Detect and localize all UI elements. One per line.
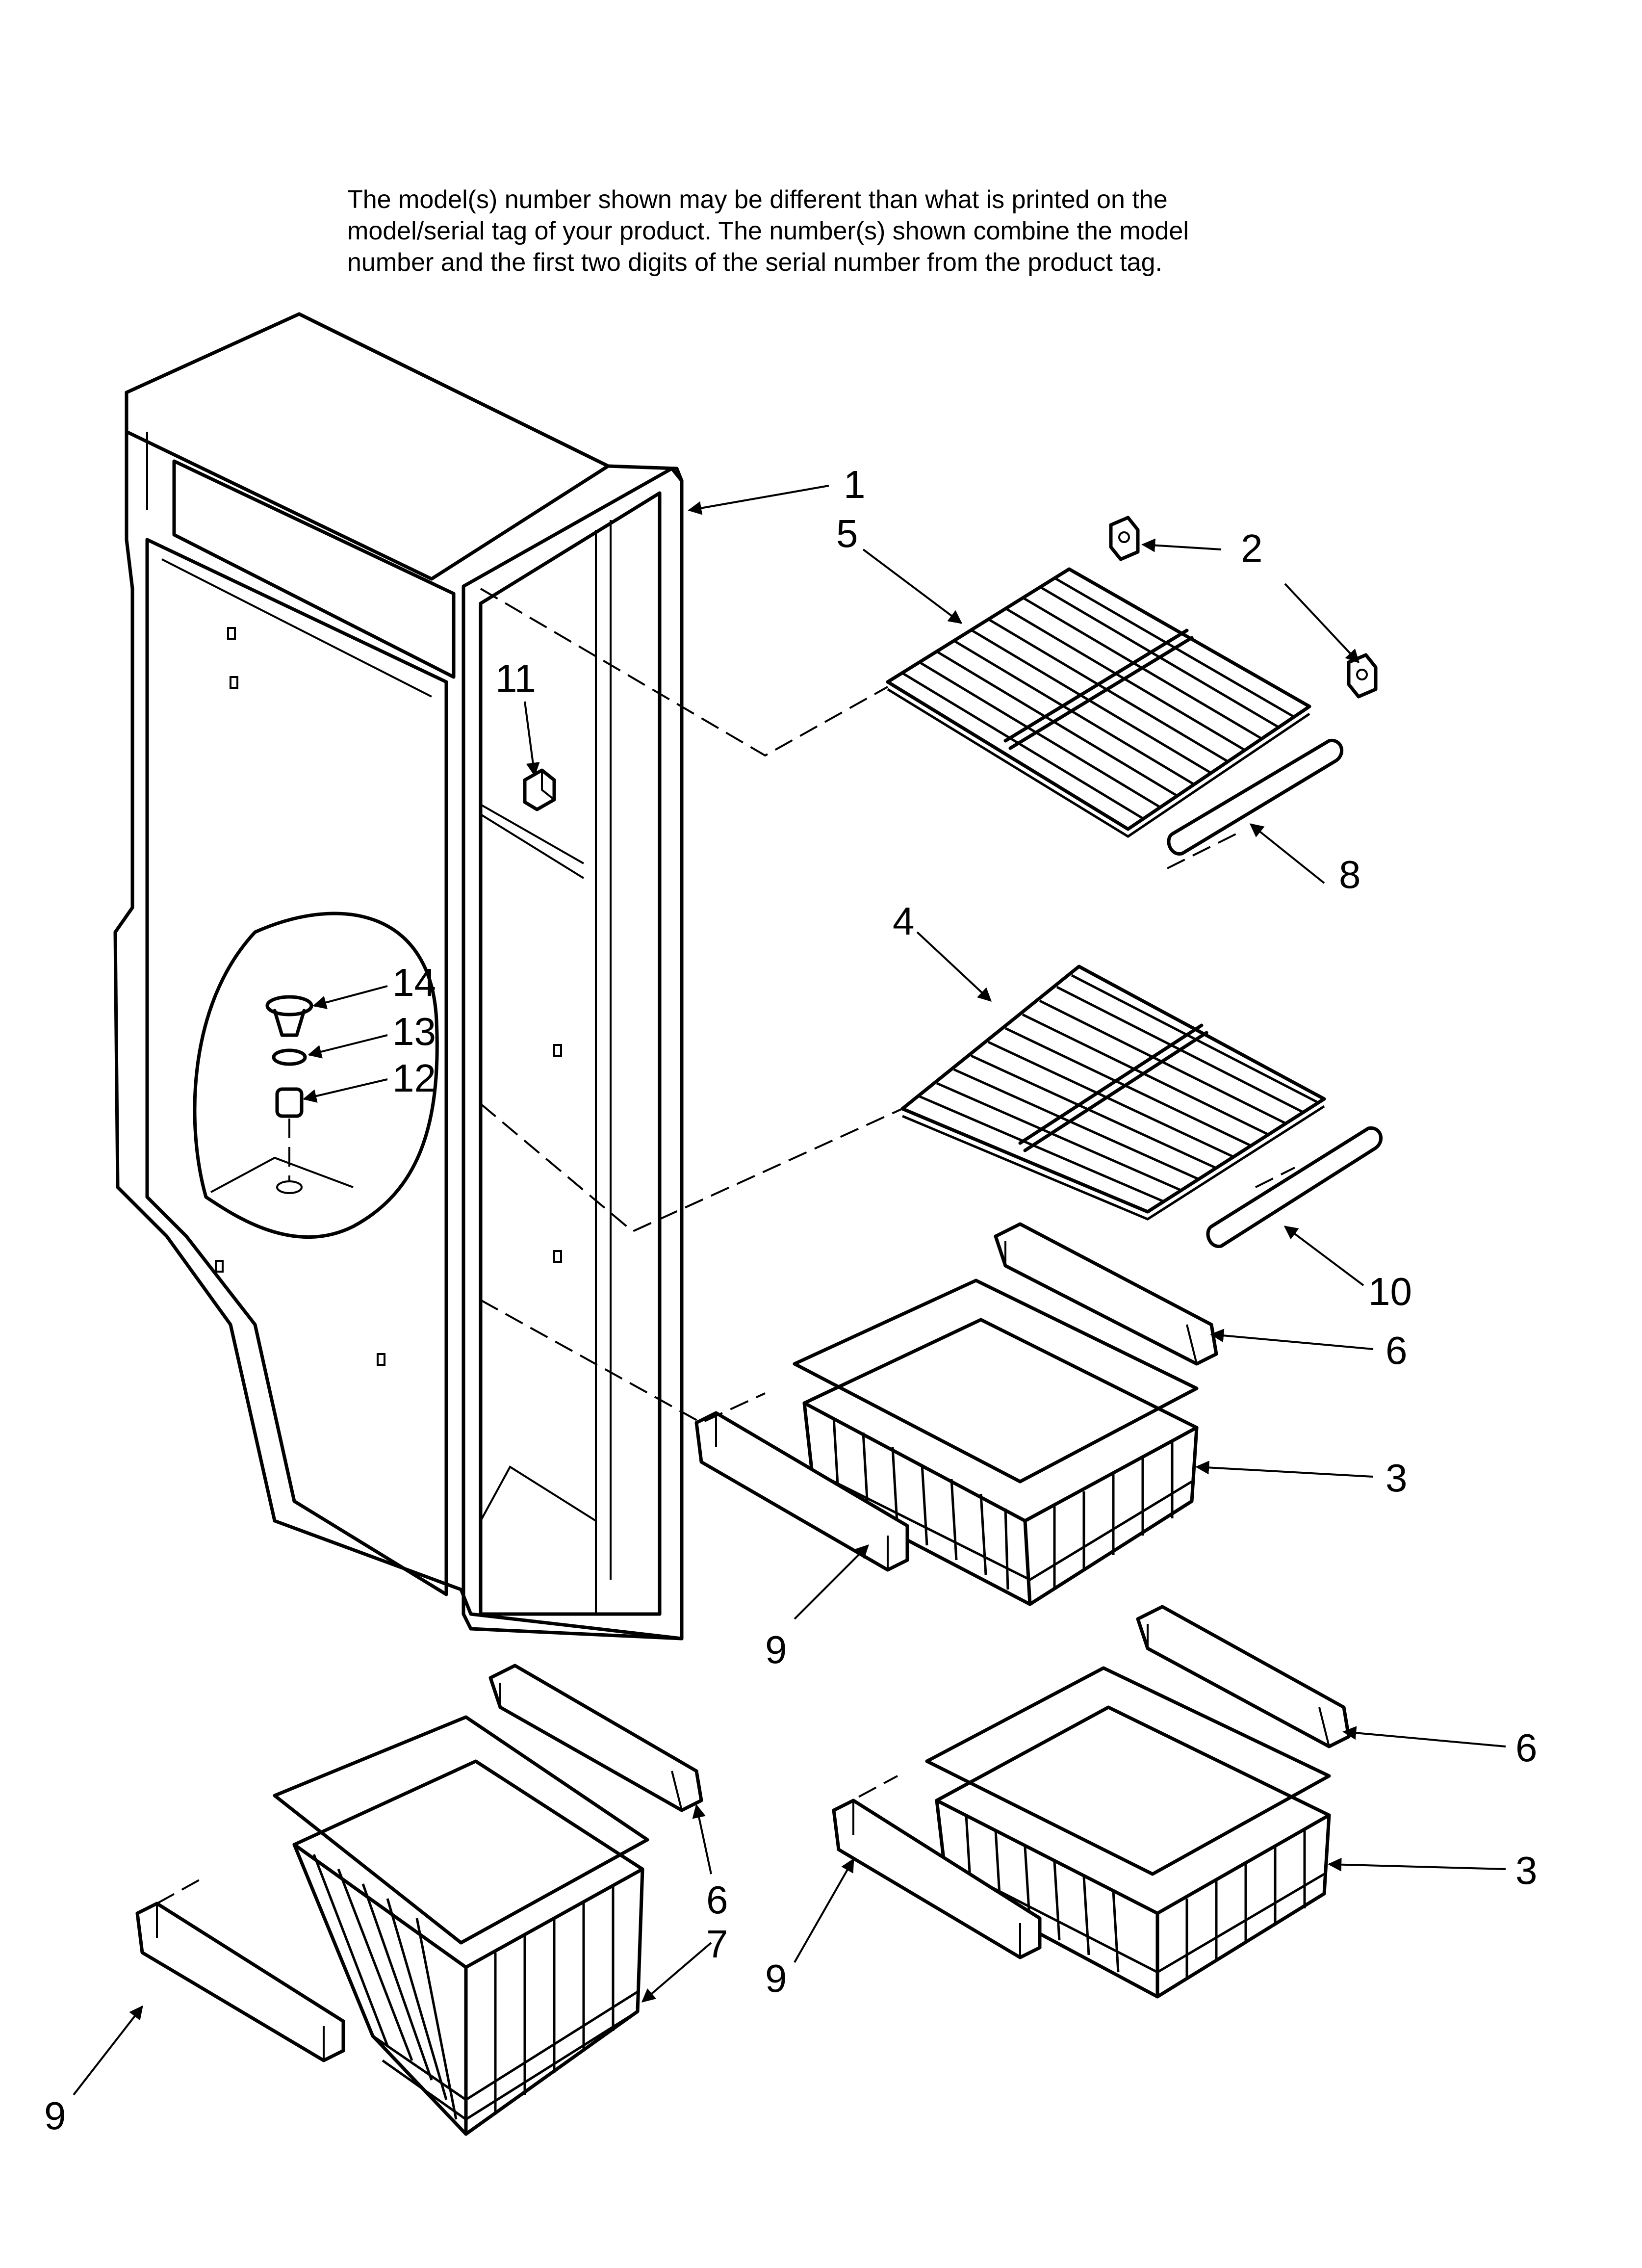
basket-slide-left xyxy=(694,1411,909,1572)
upper-wire-shelf xyxy=(886,567,1311,838)
callout-4: 4 xyxy=(893,899,915,943)
callout-6: 6 xyxy=(1515,1726,1538,1770)
disclaimer-line: The model(s) number shown may be differe… xyxy=(347,185,1168,214)
callout-8: 8 xyxy=(1339,853,1361,896)
basket-slide-left xyxy=(832,1799,1042,1959)
basket-slide-right xyxy=(994,1222,1218,1366)
leader-lines xyxy=(73,485,1506,2096)
callout-9: 9 xyxy=(765,1628,787,1671)
upper-freezer-basket xyxy=(793,1278,1199,1606)
basket-slide-right xyxy=(488,1664,703,1812)
basket-slide-left xyxy=(135,1902,345,2062)
callout-6: 6 xyxy=(706,1878,728,1922)
callout-3: 3 xyxy=(1515,1849,1538,1892)
callout-11: 11 xyxy=(495,656,536,700)
freezer-liner xyxy=(113,312,684,1641)
shelf-trim xyxy=(1206,1126,1383,1248)
callout-3: 3 xyxy=(1385,1456,1408,1500)
alignment-lines xyxy=(156,588,1295,1904)
callout-9: 9 xyxy=(44,2094,66,2138)
lower-wire-shelf xyxy=(900,965,1326,1221)
shelf-trim xyxy=(1167,739,1344,856)
callout-13: 13 xyxy=(392,1010,436,1053)
lower-right-freezer-basket xyxy=(925,1666,1331,1999)
callout-9: 9 xyxy=(765,1956,787,2000)
callout-1: 1 xyxy=(844,463,866,506)
drain-assembly xyxy=(265,995,313,1194)
liner-clip xyxy=(523,768,556,811)
callout-14: 14 xyxy=(392,961,436,1004)
callout-12: 12 xyxy=(392,1056,436,1100)
callout-7: 7 xyxy=(706,1922,728,1966)
disclaimer-text: The model(s) number shown may be differe… xyxy=(347,184,1475,278)
basket-slide-right xyxy=(1136,1605,1351,1748)
disclaimer-line: model/serial tag of your product. The nu… xyxy=(347,217,1189,245)
deep-freezer-basket xyxy=(273,1715,649,2136)
callout-10: 10 xyxy=(1368,1270,1412,1313)
callout-6: 6 xyxy=(1385,1329,1408,1372)
callout-5: 5 xyxy=(836,512,858,555)
callout-2: 2 xyxy=(1241,526,1263,570)
disclaimer-line: number and the first two digits of the s… xyxy=(347,248,1162,277)
shelf-support xyxy=(1347,653,1378,699)
callout-labels: 1 5 2 11 8 4 14 13 12 10 6 3 9 6 3 6 7 9… xyxy=(44,463,1538,2138)
shelf-support xyxy=(1109,516,1140,561)
